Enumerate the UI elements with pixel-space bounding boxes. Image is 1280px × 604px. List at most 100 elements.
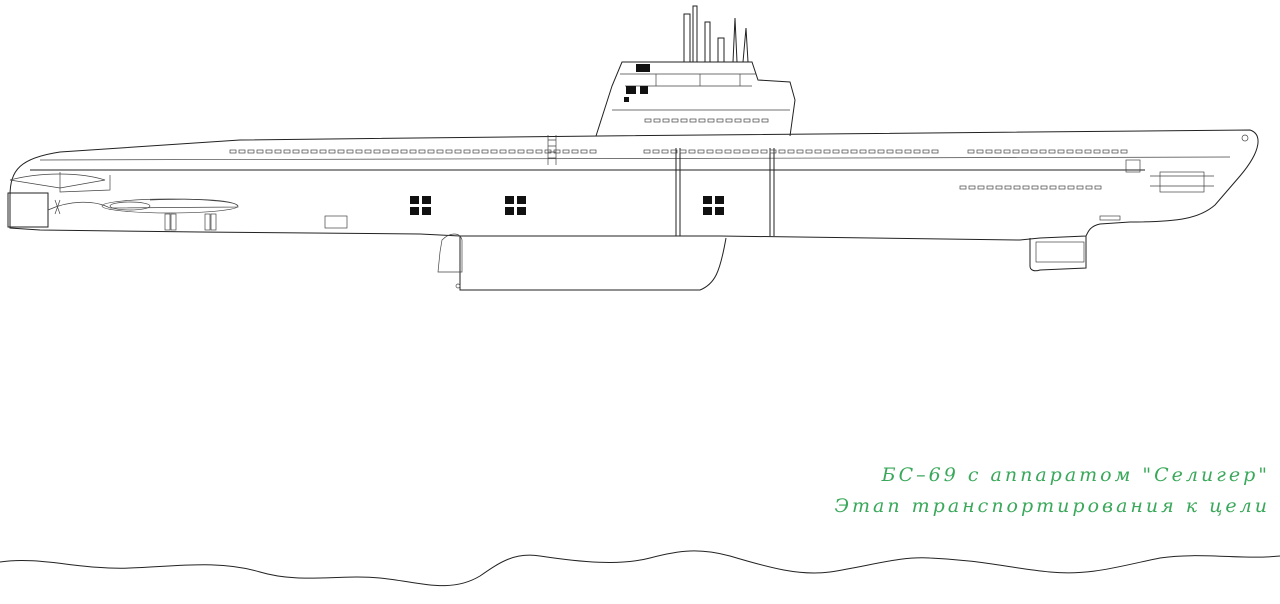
deck-vent [661,149,669,154]
deck-vent [814,149,822,154]
deck-vent [436,149,444,154]
deck-vent [1021,149,1029,154]
deck-vent [931,149,939,154]
deck-vent [346,149,354,154]
deck-vent [796,149,804,154]
deck-vent [877,149,885,154]
tower-vent [716,118,724,123]
deck-vent [922,149,930,154]
tower-vent [752,118,760,123]
deck-vent [652,149,660,154]
tower-vent [689,118,697,123]
deck-vent [310,149,318,154]
deck-vent [1120,149,1128,154]
deck-vent [571,149,579,154]
side-vent [1085,185,1093,190]
stern-block [7,192,49,228]
submarine-hull [9,129,1259,241]
deck-vent [508,149,516,154]
title-caption: БС–69 с аппаратом "Селигер" [881,464,1270,486]
tower-vent [743,118,751,123]
deck-vent [229,149,237,154]
hatch-group-1 [410,196,431,215]
deck-vent [688,149,696,154]
deck-vent [1030,149,1038,154]
deck-vent [292,149,300,154]
deck-vent [967,149,975,154]
deck-vent [490,149,498,154]
deck-vent [1084,149,1092,154]
deck-vent [553,149,561,154]
side-vent [1022,185,1030,190]
deck-vent [481,149,489,154]
side-vent [959,185,967,190]
deck-vent [715,149,723,154]
side-vent [1058,185,1066,190]
deck-vent [265,149,273,154]
deck-vents [229,149,1128,154]
deck-vent [913,149,921,154]
deck-vent [283,149,291,154]
deck-vent [895,149,903,154]
deck-vent [841,149,849,154]
deck-vent [382,149,390,154]
deck-vent [499,149,507,154]
subtitle-caption: Этап транспортирования к цели [834,495,1270,517]
deck-vent [1102,149,1110,154]
deck-vent [319,149,327,154]
deck-vent [976,149,984,154]
deck-vent [787,149,795,154]
deck-vent [778,149,786,154]
deck-vent [544,149,552,154]
tower-vent [698,118,706,123]
deck-vent [1003,149,1011,154]
side-vent [1013,185,1021,190]
deck-vent [427,149,435,154]
deck-vent [274,149,282,154]
deck-vent [904,149,912,154]
deck-vent [364,149,372,154]
deck-vent [328,149,336,154]
deck-vent [562,149,570,154]
tower-vent [644,118,652,123]
deck-vent [805,149,813,154]
deck-vent [697,149,705,154]
tower-vent [680,118,688,123]
deck-vent [733,149,741,154]
deck-vent [1111,149,1119,154]
deck-vent [823,149,831,154]
deck-vent [589,149,597,154]
deck-vent [1039,149,1047,154]
tower-vent [734,118,742,123]
deck-vent [760,149,768,154]
deck-vent [256,149,264,154]
seliger-apparatus [459,236,727,291]
deck-vent [679,149,687,154]
deck-vent [985,149,993,154]
masts [683,5,749,63]
deck-vent [850,149,858,154]
deck-vent [526,149,534,154]
conning-tower [595,61,796,137]
tower-vent [761,118,769,123]
deck-vent [238,149,246,154]
deck-vent [400,149,408,154]
side-vent [977,185,985,190]
deck-vent [724,149,732,154]
deck-vent [472,149,480,154]
deck-vent [580,149,588,154]
deck-vent [994,149,1002,154]
deck-vent [337,149,345,154]
deck-vent [418,149,426,154]
tower-vent [671,118,679,123]
side-vent [995,185,1003,190]
side-vent [1049,185,1057,190]
side-vent [1076,185,1084,190]
deck-vent [742,149,750,154]
tower-vent [707,118,715,123]
tower-vent [662,118,670,123]
deck-vent [1057,149,1065,154]
deck-vent [643,149,651,154]
deck-vent [1066,149,1074,154]
deck-vent [517,149,525,154]
